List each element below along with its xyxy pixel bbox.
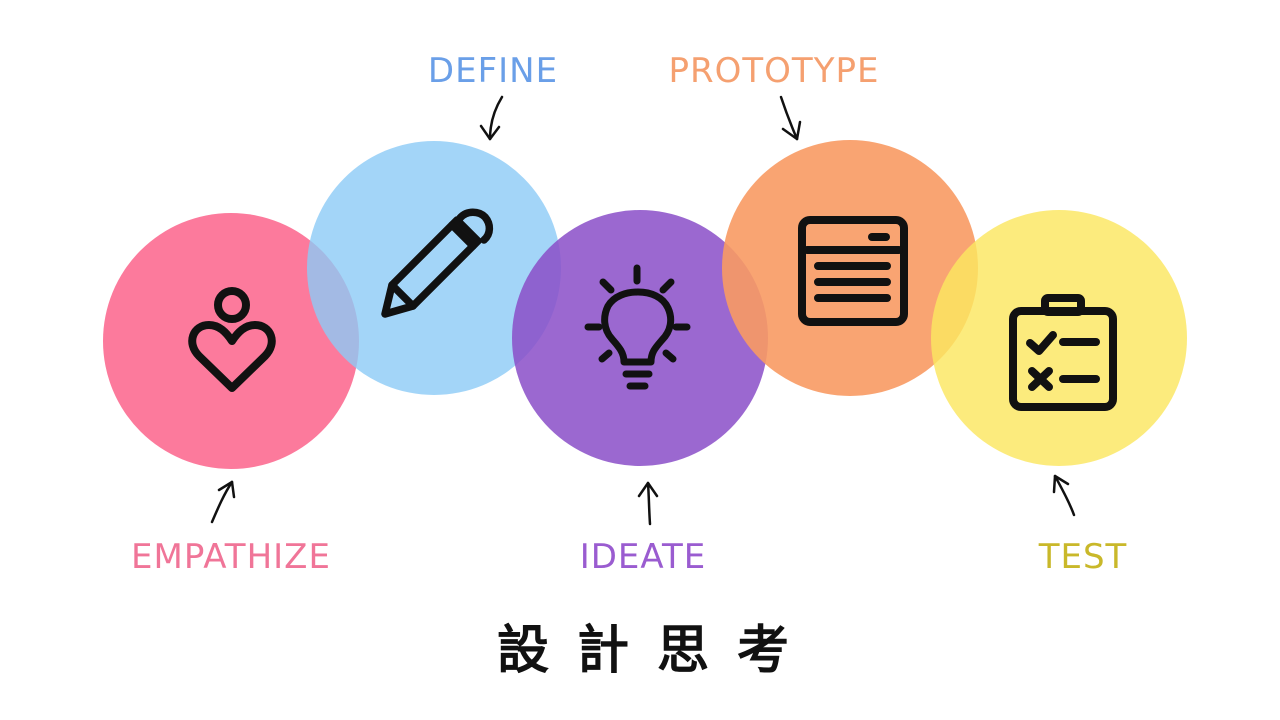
ideate-arrow — [637, 481, 659, 526]
empathize-arrow — [210, 480, 236, 524]
ideate-label: IDEATE — [580, 537, 707, 577]
empathize-label: EMPATHIZE — [131, 537, 331, 577]
define-arrow — [479, 95, 504, 141]
person-heart-icon — [188, 287, 276, 392]
diagram-title: 設計思考 — [497, 620, 817, 681]
clipboard-checklist-icon — [1009, 294, 1117, 411]
test-label: TEST — [1038, 537, 1128, 577]
prototype-arrow — [779, 95, 802, 141]
stage-arrows — [210, 95, 1076, 526]
prototype-label: PROTOTYPE — [669, 51, 880, 91]
define-circle — [307, 141, 561, 395]
lightbulb-icon — [584, 264, 691, 390]
stage-circles — [103, 140, 1187, 469]
wireframe-window-icon — [798, 216, 908, 326]
ideate-circle — [512, 210, 768, 466]
define-label: DEFINE — [428, 51, 558, 91]
pencil-icon — [381, 208, 494, 318]
test-arrow — [1052, 474, 1076, 517]
test-circle — [931, 210, 1187, 466]
